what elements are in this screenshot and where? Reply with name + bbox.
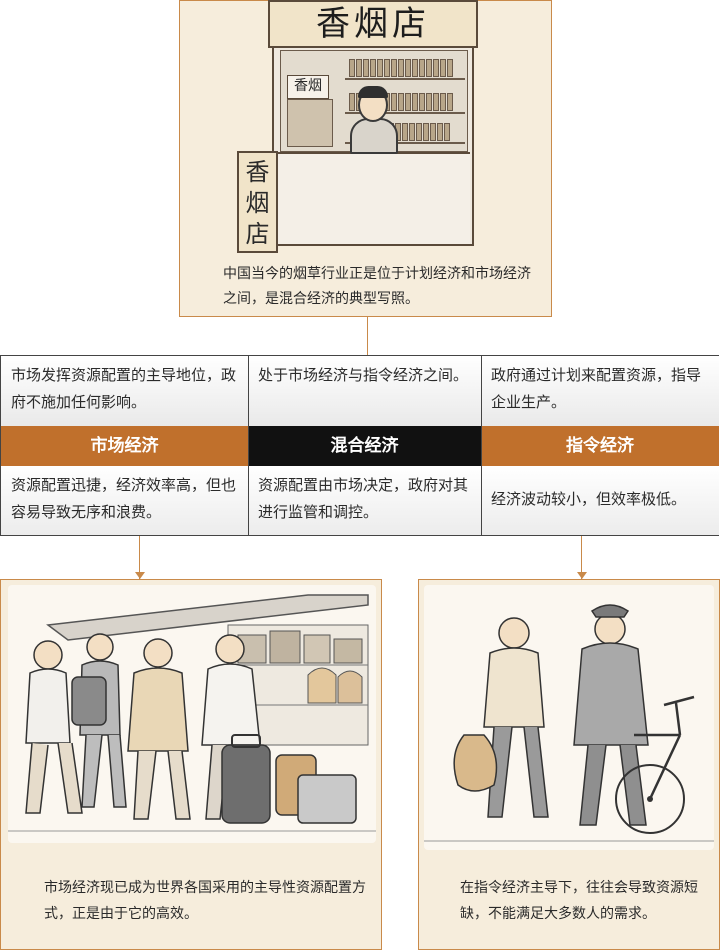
market-economy-description: 市场发挥资源配置的主导地位，政府不施加任何影响。 [1,356,248,426]
shopkeeper-hair [358,86,388,98]
table-divider [248,356,249,536]
bottom-left-caption: 市场经济现已成为世界各国采用的主导性资源配置方式，正是由于它的高效。 [44,880,366,922]
mixed-economy-title: 混合经济 [248,426,481,466]
table-divider [481,356,482,536]
connector-line [139,536,140,579]
command-economy-description: 政府通过计划来配置资源，指导企业生产。 [481,356,719,426]
mini-shop-sign: 香烟 [287,75,329,99]
market-economy-feature: 资源配置迅捷，经济效率高，但也容易导致无序和浪费。 [1,466,248,535]
mixed-economy-feature: 资源配置由市场决定，政府对其进行监管和调控。 [248,466,481,535]
command-economy-feature: 经济波动较小，但效率极低。 [481,466,719,535]
arrow-down-icon [577,572,587,579]
connector-line [367,317,368,355]
side-shop-sign: 香 烟 店 [237,151,278,253]
shopkeeper-figure [350,118,398,154]
kiosk-counter [278,152,470,244]
bottom-right-caption: 在指令经济主导下，往往会导致资源短缺，不能满足大多数人的需求。 [460,880,698,922]
mixed-economy-description: 处于市场经济与指令经济之间。 [248,356,481,426]
connector-line [581,536,582,579]
market-economy-title: 市场经济 [1,426,248,466]
top-caption: 中国当今的烟草行业正是位于计划经济和市场经济之间，是混合经济的典型写照。 [223,266,531,307]
two-men-with-bicycle-illustration [424,585,714,850]
economy-comparison-table: 市场发挥资源配置的主导地位，政府不施加任何影响。 处于市场经济与指令经济之间。 … [0,355,719,536]
command-economy-title: 指令经济 [481,426,719,466]
market-shoppers-illustration [8,585,376,843]
shop-sign: 香烟店 [268,0,478,48]
arrow-down-icon [135,572,145,579]
